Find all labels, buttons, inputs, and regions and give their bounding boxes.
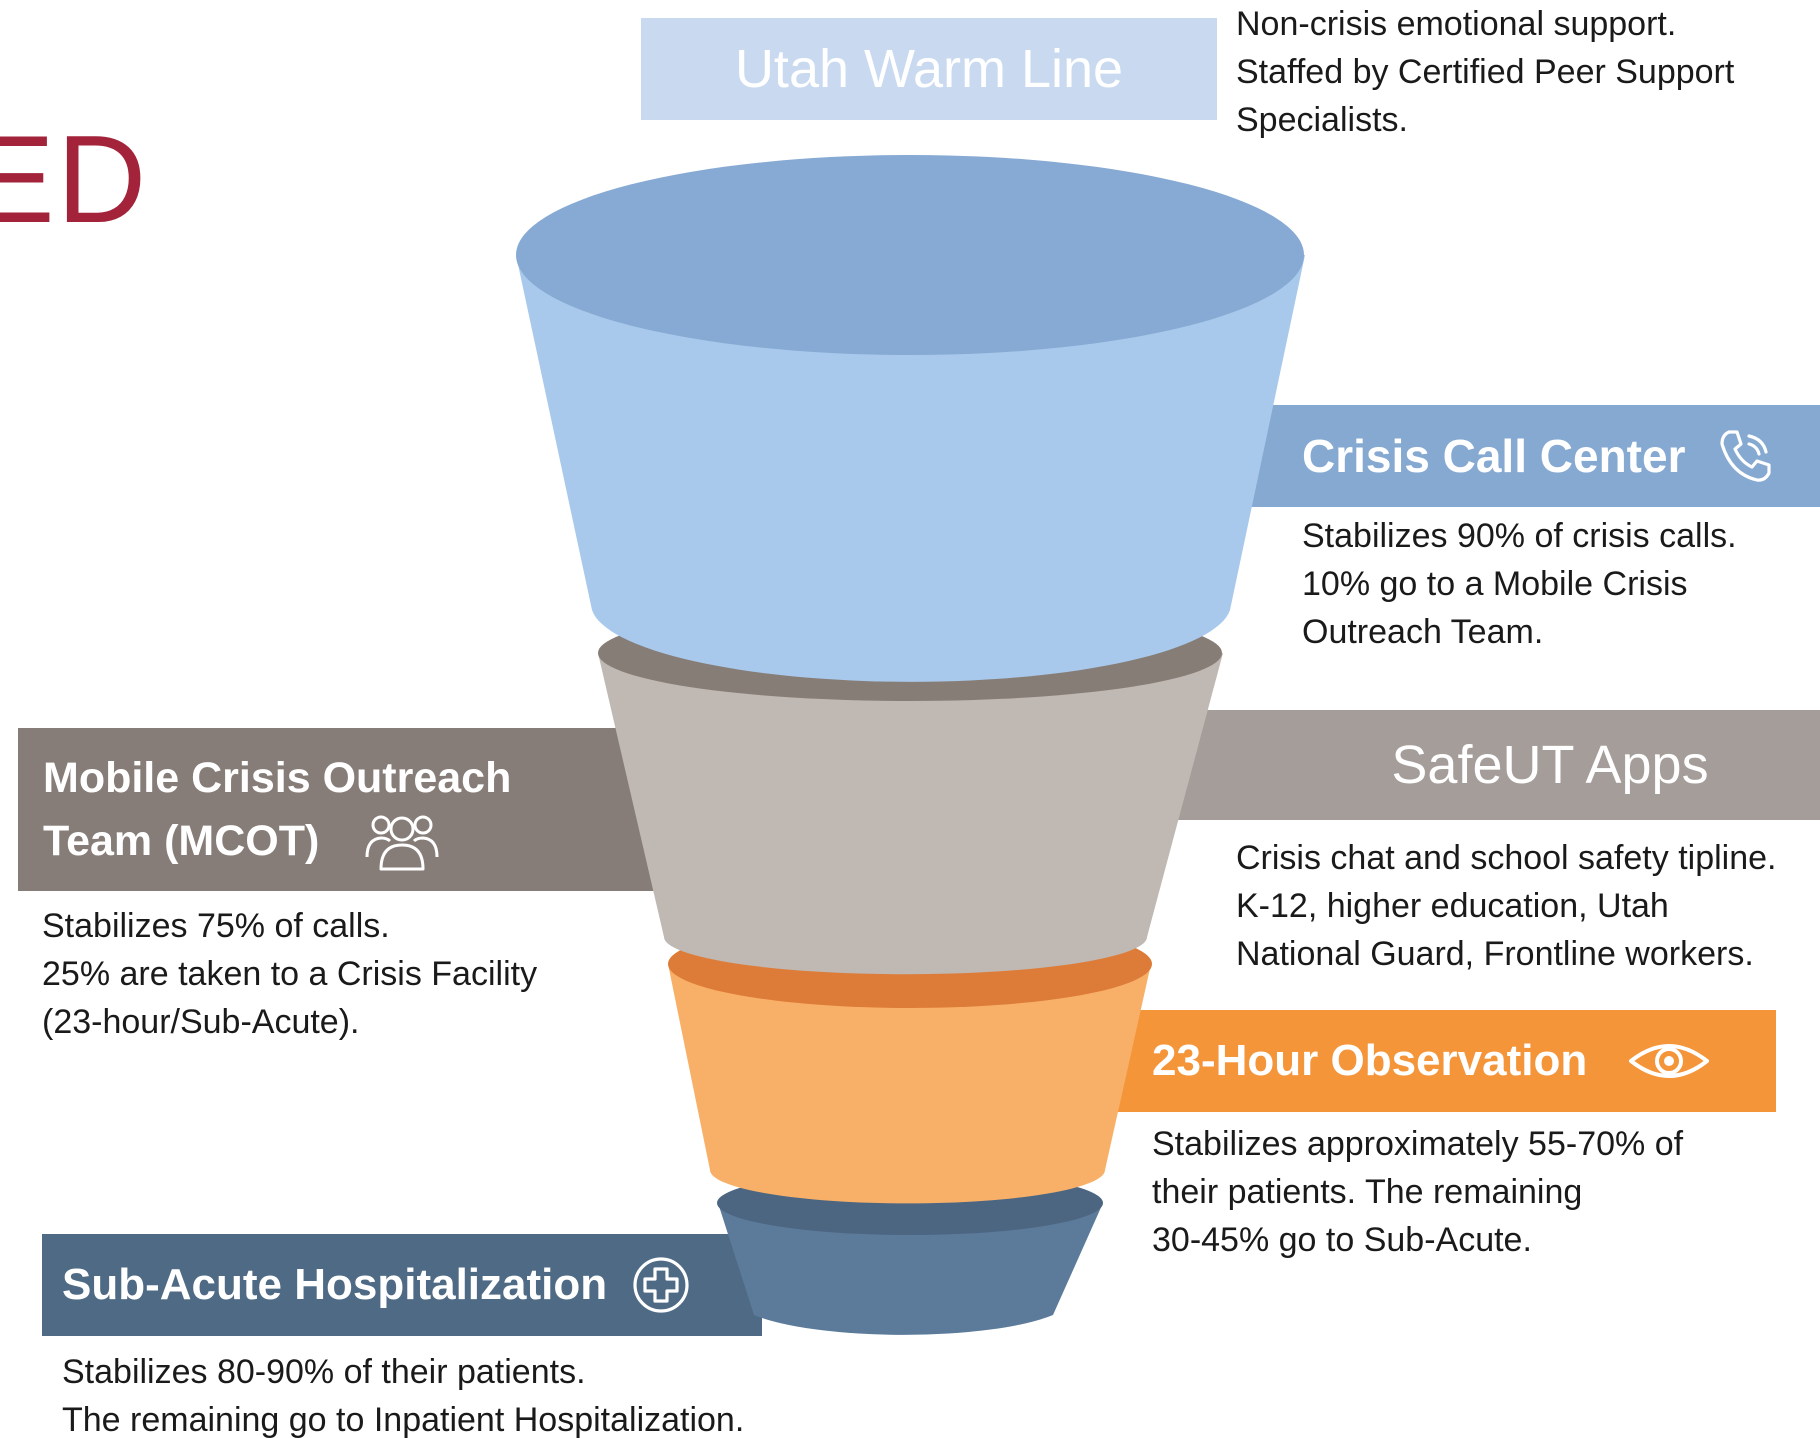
crisis-call-center-banner: Crisis Call Center [1250, 405, 1820, 507]
subacute-description: Stabilizes 80-90% of their patients. The… [62, 1353, 745, 1438]
mcot-description: Stabilizes 75% of calls. 25% are taken t… [42, 907, 538, 1041]
mcot-title-line2: Team (MCOT) [43, 816, 320, 865]
mcot-title-line1: Mobile Crisis Outreach [43, 753, 512, 802]
warm-line-description: Non-crisis emotional support. Staffed by… [1236, 5, 1735, 139]
medical-cross-icon [633, 1257, 689, 1313]
mcot-banner: Mobile Crisis Outreach Team (MCOT) [18, 728, 688, 891]
warm-line-title: Utah Warm Line [734, 39, 1124, 99]
observation-title: 23-Hour Observation [1152, 1036, 1588, 1085]
observation-description: Stabilizes approximately 55-70% of their… [1152, 1125, 1684, 1259]
crisis-call-center-title: Crisis Call Center [1302, 430, 1686, 482]
call-center-description: Stabilizes 90% of crisis calls. 10% go t… [1302, 517, 1737, 651]
safeut-apps-title: SafeUT Apps [1391, 735, 1709, 795]
phone-icon [1720, 430, 1772, 482]
safeut-apps-banner: SafeUT Apps [1150, 710, 1820, 820]
eye-icon [1629, 1044, 1710, 1078]
safeut-description: Crisis chat and school safety tipline. K… [1236, 839, 1777, 973]
observation-banner: 23-Hour Observation [1060, 1010, 1776, 1112]
warm-line-banner: Utah Warm Line [641, 18, 1217, 120]
header-fragment: ED [0, 111, 149, 249]
subacute-banner: Sub-Acute Hospitalization [42, 1234, 762, 1336]
subacute-title: Sub-Acute Hospitalization [62, 1260, 608, 1309]
funnel-segment-call-center [516, 155, 1305, 682]
team-icon [365, 815, 439, 870]
